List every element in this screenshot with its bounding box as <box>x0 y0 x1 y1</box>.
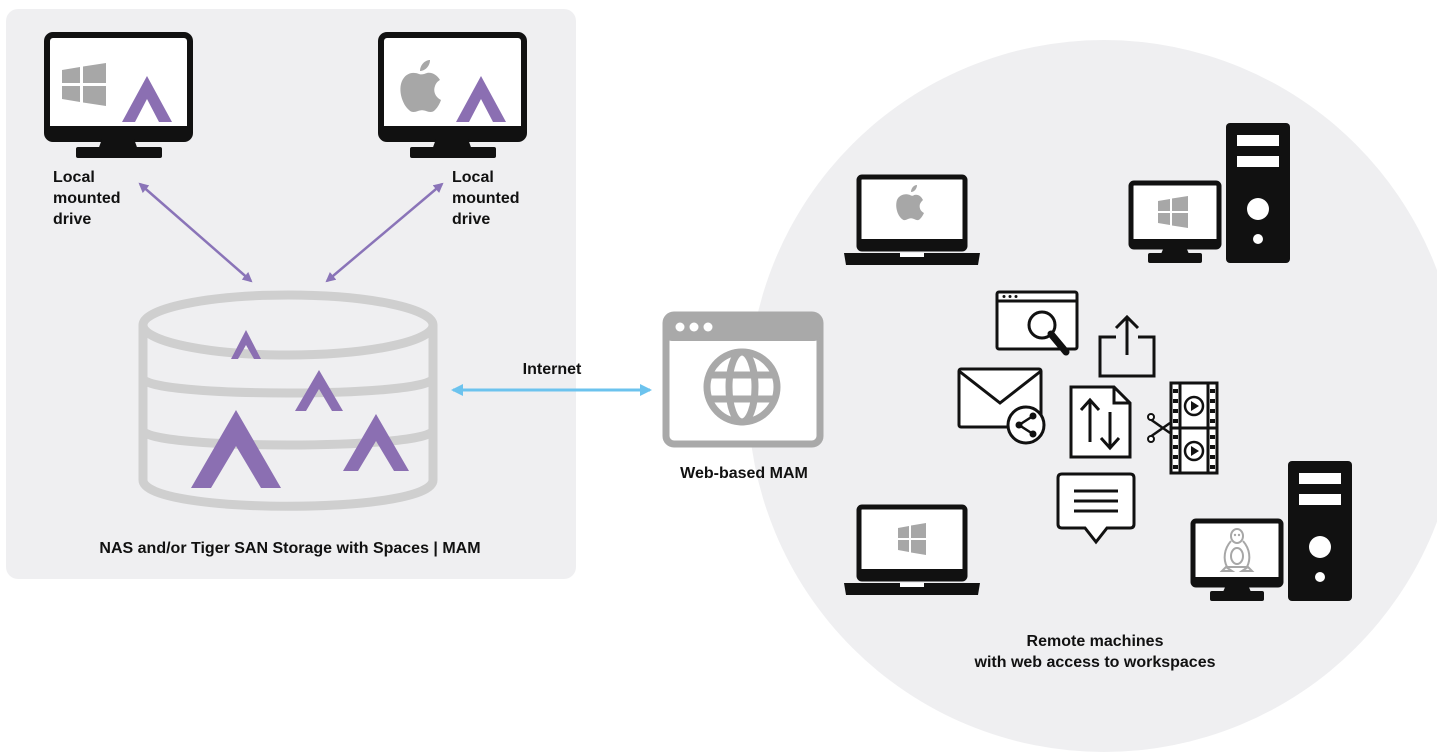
windows-desktop-icon <box>1128 123 1290 263</box>
local-drive-label-right: Local mounted drive <box>452 167 552 230</box>
internet-label: Internet <box>522 361 582 378</box>
mam-label: Web-based MAM <box>680 465 808 482</box>
label-line: Remote machines <box>1026 633 1164 650</box>
label-line: mounted <box>452 190 520 207</box>
label-line: mounted <box>53 190 121 207</box>
label-line: Local <box>452 169 494 186</box>
upload-icon <box>1098 314 1156 378</box>
connection-arrows <box>138 182 652 396</box>
file-transfer-icon <box>1069 385 1132 459</box>
windows-monitor-icon <box>44 32 193 158</box>
label-line: drive <box>53 211 92 228</box>
arrow-left-drive <box>138 182 253 283</box>
arrow-right-drive <box>325 182 444 283</box>
storage-cylinder-icon <box>138 290 438 511</box>
mac-laptop-icon <box>844 174 980 265</box>
label-line: Local <box>53 169 95 186</box>
local-drive-label-left: Local mounted drive <box>53 167 153 230</box>
linux-desktop-icon <box>1190 461 1352 601</box>
web-browser-globe-icon <box>662 311 824 448</box>
label-line: with web access to workspaces <box>974 654 1216 671</box>
storage-label: NAS and/or Tiger SAN Storage with Spaces… <box>99 540 481 557</box>
search-window-icon <box>995 290 1079 356</box>
chat-bubble-icon <box>1056 472 1136 545</box>
video-edit-icon <box>1147 381 1219 475</box>
remote-machines-label: Remote machines with web access to works… <box>925 631 1265 673</box>
email-share-icon <box>957 367 1046 445</box>
mac-monitor-icon <box>378 32 527 158</box>
label-line: drive <box>452 211 491 228</box>
windows-laptop-icon <box>844 504 980 595</box>
